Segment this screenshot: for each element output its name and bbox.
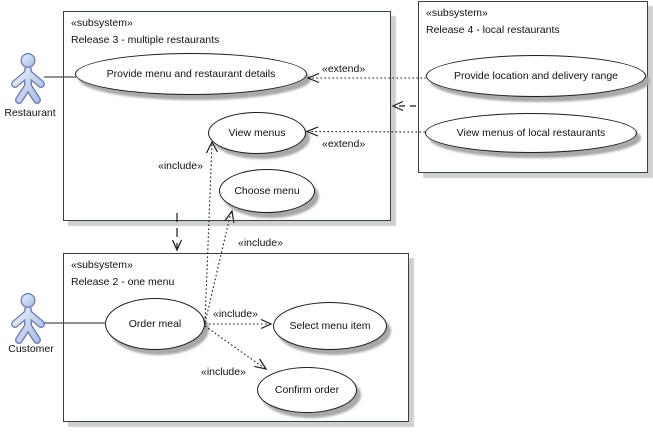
open-arrowhead-icon xyxy=(391,100,404,112)
usecase-label: Select menu item xyxy=(289,320,371,332)
usecase-view-menus[interactable]: View menus xyxy=(208,112,306,154)
subsystem-name: Release 3 - multiple restaurants xyxy=(71,34,220,46)
usecase-label: Confirm order xyxy=(274,384,340,396)
usecase-confirm-order[interactable]: Confirm order xyxy=(257,367,357,413)
include-label: «include» xyxy=(238,237,283,249)
usecase-view-local[interactable]: View menus of local restaurants xyxy=(425,113,637,153)
subsystem-stereotype: «subsystem» xyxy=(426,7,488,19)
actor-customer[interactable] xyxy=(8,292,48,349)
dependency-release4-release3[interactable] xyxy=(391,100,416,112)
subsystem-stereotype: «subsystem» xyxy=(71,17,133,29)
usecase-label: View menus xyxy=(228,127,286,139)
usecase-label: View menus of local restaurants xyxy=(456,127,606,139)
open-arrowhead-icon xyxy=(171,239,183,252)
person-icon xyxy=(11,293,45,344)
actor-restaurant-label: Restaurant xyxy=(4,107,56,119)
usecase-label: Provide location and delivery range xyxy=(453,70,619,82)
actor-restaurant[interactable] xyxy=(8,52,48,109)
subsystem-name: Release 2 - one menu xyxy=(71,276,175,288)
actor-customer-label: Customer xyxy=(8,343,54,355)
subsystem-name: Release 4 - local restaurants xyxy=(426,24,560,36)
usecase-provide-menu[interactable]: Provide menu and restaurant details xyxy=(75,53,307,95)
usecase-label: Choose menu xyxy=(234,185,300,197)
subsystem-stereotype: «subsystem» xyxy=(71,259,133,271)
person-icon xyxy=(11,53,45,104)
usecase-provide-location[interactable]: Provide location and delivery range xyxy=(426,55,646,97)
usecase-order-meal[interactable]: Order meal xyxy=(105,298,205,350)
usecase-label: Provide menu and restaurant details xyxy=(106,68,276,80)
usecase-label: Order meal xyxy=(128,318,182,330)
usecase-select-menu-item[interactable]: Select menu item xyxy=(273,302,387,350)
usecase-choose-menu[interactable]: Choose menu xyxy=(219,169,315,213)
